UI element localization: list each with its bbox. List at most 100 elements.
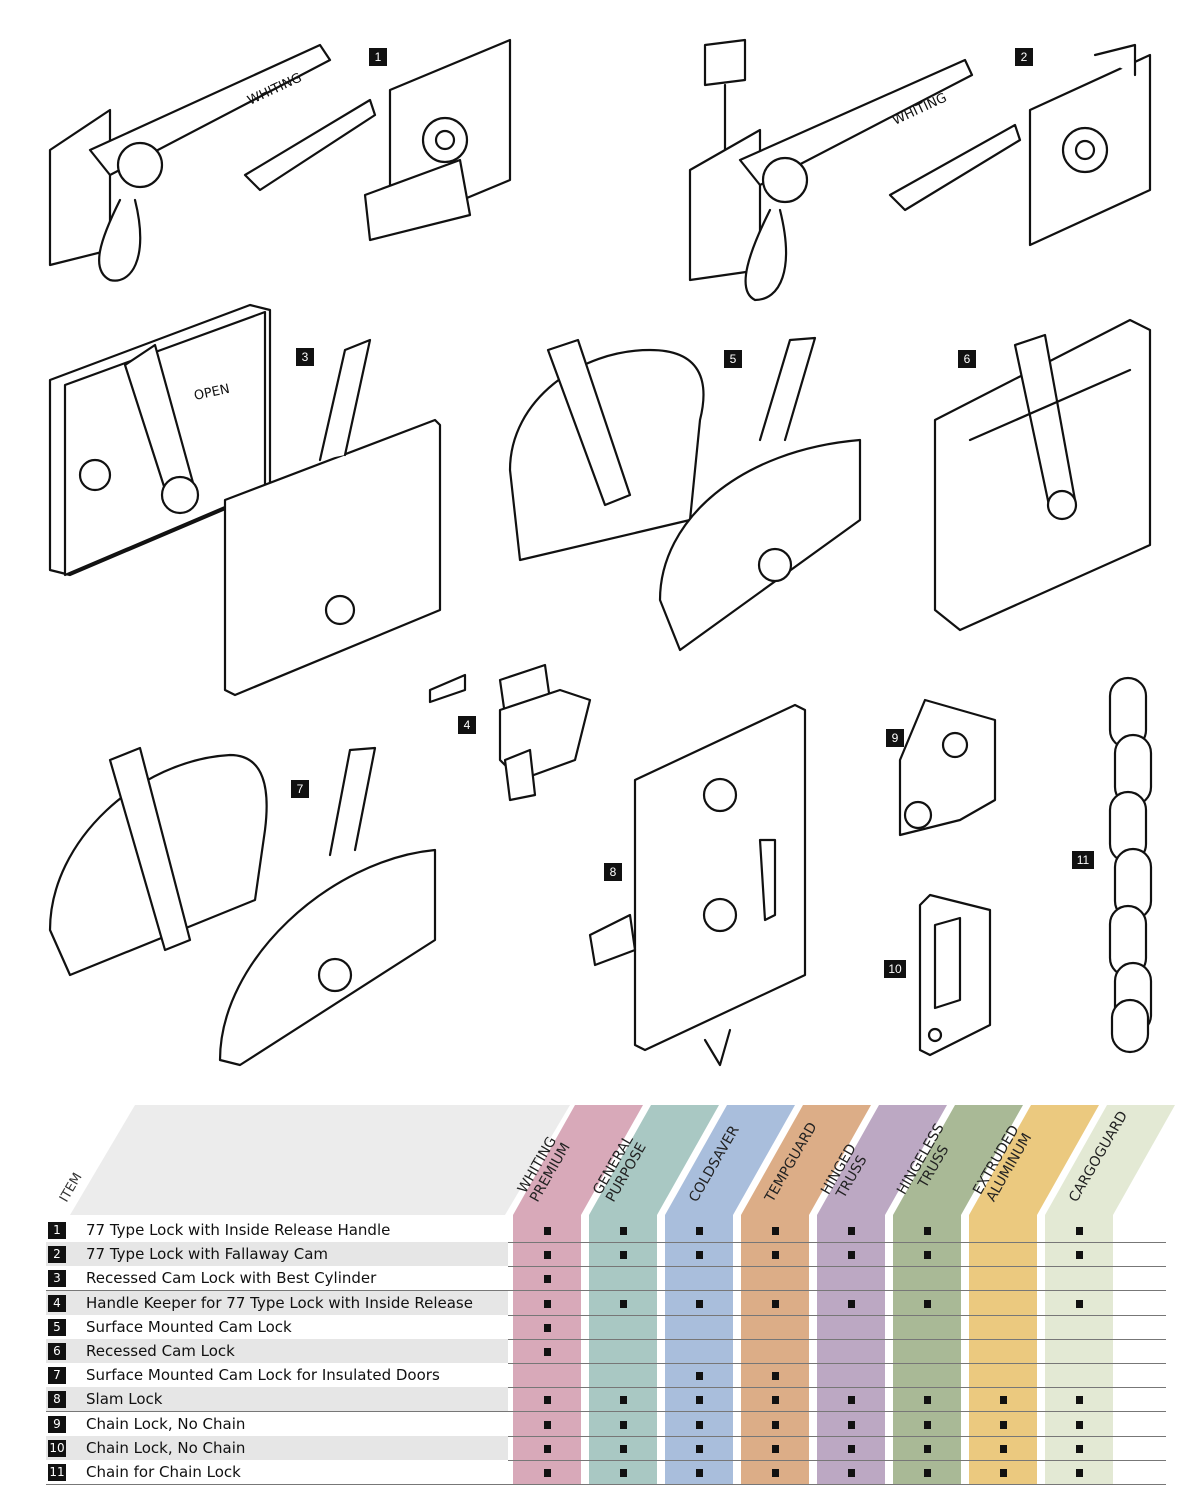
availability-mark: [1076, 1299, 1083, 1308]
availability-mark: [544, 1469, 551, 1477]
illustration-chain: [1108, 676, 1153, 1054]
availability-mark: [772, 1227, 779, 1235]
availability-mark: [772, 1420, 779, 1429]
availability-mark: [848, 1227, 855, 1235]
row-number: 3: [48, 1270, 66, 1288]
row-band: [46, 1387, 508, 1412]
row-number: 5: [48, 1318, 66, 1336]
availability-mark: [620, 1251, 627, 1260]
column-header-band: [893, 1105, 1023, 1215]
availability-mark: [848, 1420, 855, 1429]
row-band: [46, 1242, 508, 1267]
availability-mark: [620, 1444, 627, 1453]
row-label: Chain for Chain Lock: [86, 1463, 241, 1481]
row-label: 77 Type Lock with Inside Release Handle: [86, 1221, 391, 1239]
illustration-chain-lock-9: [898, 698, 997, 837]
availability-mark: [544, 1251, 551, 1260]
row-band: [46, 1314, 508, 1339]
row-label: Chain Lock, No Chain: [86, 1414, 246, 1433]
illustration-number-badge: 1: [369, 48, 387, 66]
illustration-surface-mounted-cam-lock-insulated: [48, 746, 437, 1067]
illustration-slam-lock: [588, 703, 807, 1067]
availability-mark: [620, 1396, 627, 1405]
availability-mark: [924, 1469, 931, 1477]
availability-mark: [544, 1396, 551, 1405]
table-row: 3 Recessed Cam Lock with Best Cylinder: [46, 1266, 1166, 1292]
row-number: 1: [48, 1222, 66, 1239]
table-row: 11 Chain for Chain Lock: [46, 1460, 1166, 1485]
row-band: [46, 1435, 508, 1460]
availability-mark: [696, 1420, 703, 1429]
availability-mark: [924, 1420, 931, 1429]
illustration-handle-keeper: 4: [428, 663, 592, 802]
availability-mark: [848, 1444, 855, 1453]
column-header-band: [513, 1105, 643, 1215]
table-row: 2 77 Type Lock with Fallaway Cam: [46, 1242, 1166, 1268]
table-row: 7 Surface Mounted Cam Lock for Insulated…: [46, 1363, 1166, 1389]
item-header-band: [70, 1105, 570, 1215]
availability-mark: [620, 1299, 627, 1308]
availability-mark: [924, 1396, 931, 1405]
table-row: 6 Recessed Cam Lock: [46, 1339, 1166, 1364]
illustration-number-badge: 8: [604, 863, 622, 881]
column-band: [665, 1215, 733, 1485]
illustration-surface-mounted-cam-lock: [508, 336, 862, 652]
table-row: 9 Chain Lock, No Chain: [46, 1411, 1166, 1437]
availability-mark: [772, 1469, 779, 1477]
row-label: Surface Mounted Cam Lock: [86, 1317, 292, 1336]
availability-mark: [696, 1372, 703, 1381]
column-header-band: [817, 1105, 947, 1215]
table-header-background: [70, 1105, 1175, 1215]
availability-mark: [848, 1469, 855, 1477]
availability-mark: [696, 1469, 703, 1477]
illustration-number-badge: 5: [724, 350, 742, 368]
availability-mark: [544, 1420, 551, 1429]
row-band: [46, 1460, 508, 1484]
availability-mark: [544, 1275, 551, 1284]
availability-mark: [924, 1444, 931, 1453]
row-number: 11: [48, 1464, 66, 1481]
availability-mark: [924, 1251, 931, 1260]
availability-mark: [696, 1299, 703, 1308]
availability-mark: [696, 1396, 703, 1405]
availability-mark: [1076, 1396, 1083, 1405]
availability-mark: [544, 1227, 551, 1235]
illustration-number-badge: 4: [458, 716, 476, 734]
availability-mark: [1000, 1444, 1007, 1453]
availability-mark: [1076, 1251, 1083, 1260]
column-header-band: [741, 1105, 871, 1215]
availability-mark: [848, 1396, 855, 1405]
availability-mark: [848, 1299, 855, 1308]
availability-mark: [1000, 1469, 1007, 1477]
column-header-band: [969, 1105, 1099, 1215]
row-number: 10: [48, 1439, 66, 1457]
illustration-number-badge: 9: [886, 729, 904, 747]
table-row: 5 Surface Mounted Cam Lock: [46, 1314, 1166, 1340]
row-label: Handle Keeper for 77 Type Lock with Insi…: [86, 1293, 473, 1312]
row-band: [46, 1218, 508, 1242]
availability-mark: [772, 1251, 779, 1260]
svg-text:OPEN: OPEN: [193, 382, 231, 404]
illustration-number-badge: 3: [296, 348, 314, 366]
illustration-77-type-lock-inside-release: WHITING: [48, 38, 512, 282]
table-row: 4 Handle Keeper for 77 Type Lock with In…: [46, 1290, 1166, 1316]
availability-mark: [772, 1444, 779, 1453]
row-number: 4: [48, 1294, 66, 1312]
product-illustrations: WHITING WHITING OPEN 4: [48, 38, 1153, 1067]
availability-mark: [772, 1372, 779, 1381]
column-band: [741, 1215, 809, 1485]
row-number: 2: [48, 1246, 66, 1264]
column-band: [817, 1215, 885, 1485]
table-row: 10 Chain Lock, No Chain: [46, 1435, 1166, 1461]
illustration-recessed-cam-lock: [933, 318, 1152, 632]
row-label: Chain Lock, No Chain: [86, 1438, 246, 1457]
row-number: 7: [48, 1367, 66, 1385]
row-band: [46, 1411, 508, 1436]
column-band: [1045, 1215, 1113, 1485]
availability-mark: [544, 1348, 551, 1356]
availability-mark: [1076, 1227, 1083, 1235]
row-number: 9: [48, 1415, 66, 1433]
availability-mark: [696, 1227, 703, 1235]
availability-mark: [696, 1251, 703, 1260]
row-number: 6: [48, 1343, 66, 1360]
